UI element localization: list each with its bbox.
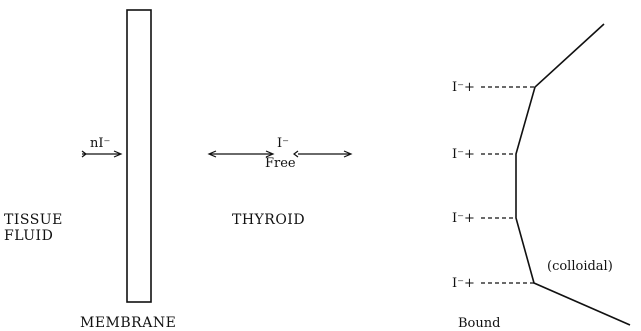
free-iodide-arrow [207, 150, 353, 158]
tissue-fluid-label-line2: FLUID [4, 228, 53, 244]
bound-iodide-label-3: I⁻+ [452, 211, 475, 226]
membrane-label: MEMBRANE [80, 315, 176, 331]
bound-label: Bound [458, 316, 500, 331]
membrane-bar [126, 9, 152, 303]
colloidal-label: (colloidal) [547, 259, 613, 274]
tissue-fluid-label-line1: TISSUE [4, 212, 63, 228]
iodide-in-arrow [81, 150, 123, 158]
bound-iodide-label-2: I⁻+ [452, 147, 475, 162]
iodide-in-label: nI⁻ [90, 136, 110, 151]
free-iodide-label-top: I⁻ [277, 136, 289, 151]
bound-iodide-label-4: I⁻+ [452, 276, 475, 291]
thyroid-label: THYROID [232, 212, 305, 228]
free-iodide-label-bottom: Free [265, 156, 296, 171]
bound-chain [515, 23, 631, 326]
bound-iodide-label-1: I⁻+ [452, 80, 475, 95]
